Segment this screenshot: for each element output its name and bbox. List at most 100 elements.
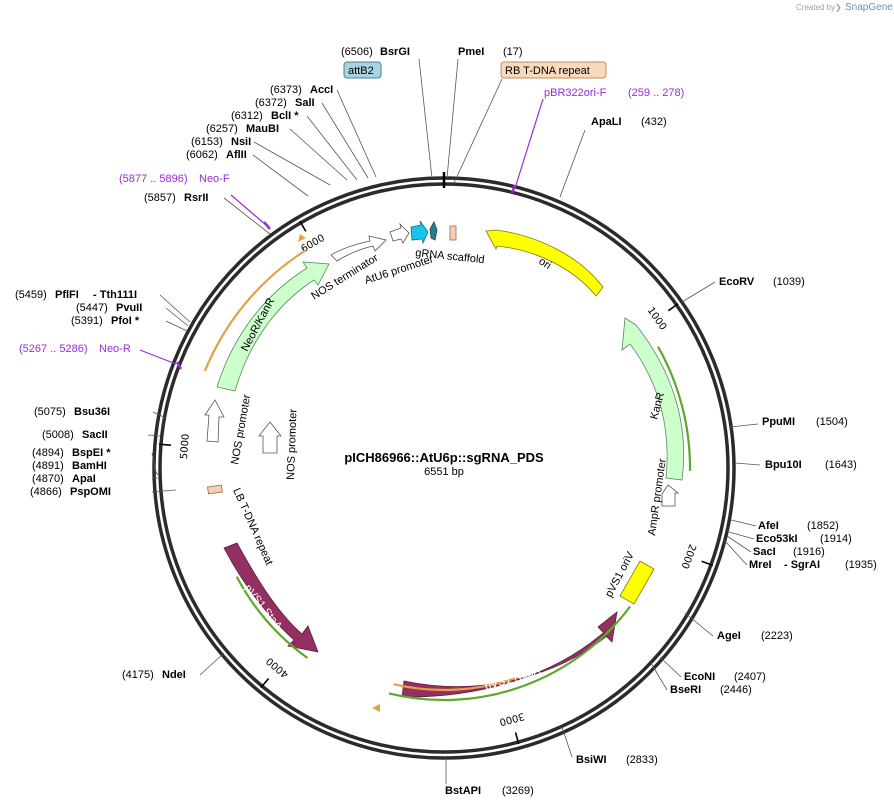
plasmid-length: 6551 bp bbox=[424, 466, 464, 478]
site-econi-name[interactable]: EcoNI bbox=[684, 671, 715, 683]
site-bsrgi-pos: (6506) bbox=[341, 46, 373, 58]
feature-ori-label[interactable]: ori bbox=[536, 255, 553, 272]
pvs1-staa-arrow bbox=[223, 542, 319, 653]
site-pvuii-name[interactable]: PvuII bbox=[116, 302, 142, 314]
site-afei-name[interactable]: AfeI bbox=[758, 520, 779, 532]
site-sgrai-pos: (1935) bbox=[845, 559, 877, 571]
site-srei-name[interactable]: MreI bbox=[749, 559, 772, 571]
site-bstapi-pos: (3269) bbox=[502, 785, 534, 797]
feature-shapes bbox=[203, 220, 692, 712]
site-ndei-pos: (4175) bbox=[122, 669, 154, 681]
feature-nos-promoter-2-label[interactable]: NOS promoter bbox=[285, 408, 299, 480]
site-apali-name[interactable]: ApaLI bbox=[591, 116, 622, 128]
site-pfoi-pos: (5391) bbox=[71, 315, 103, 327]
primer-mark bbox=[510, 184, 517, 194]
site-eco53ki-pos: (1914) bbox=[820, 533, 852, 545]
leader-line bbox=[159, 294, 191, 323]
primer-neof-name[interactable]: Neo-F bbox=[199, 173, 230, 185]
site-bpu10i-pos: (1643) bbox=[825, 459, 857, 471]
leader-line bbox=[561, 726, 573, 758]
site-sacii-pos: (5008) bbox=[42, 429, 74, 441]
site-ndei-name[interactable]: NdeI bbox=[162, 669, 186, 681]
site-apai-pos: (4870) bbox=[32, 473, 64, 485]
leader-line bbox=[151, 465, 159, 476]
leader-line bbox=[559, 129, 586, 198]
site-sali-name[interactable]: SalI bbox=[295, 97, 315, 109]
attb2-label: attB2 bbox=[348, 65, 374, 77]
site-ppumi-name[interactable]: PpuMI bbox=[762, 416, 795, 428]
primer-pbr322ori-name[interactable]: pBR322ori-F bbox=[544, 87, 607, 99]
site-pmei-name[interactable]: PmeI bbox=[458, 46, 484, 58]
tick-mark bbox=[158, 443, 172, 447]
spacer-arrow bbox=[429, 221, 438, 241]
credit-brand: SnapGene bbox=[845, 2, 893, 13]
site-pspomi-name[interactable]: PspOMI bbox=[70, 486, 111, 498]
primer-neor-pos: (5267 .. 5286) bbox=[19, 343, 88, 355]
site-ecorv-name[interactable]: EcoRV bbox=[719, 276, 755, 288]
site-tth111i-name[interactable]: - Tth111I bbox=[93, 289, 137, 301]
site-pflfi-name[interactable]: PflFI bbox=[55, 289, 79, 301]
atu6-promoter-arrow bbox=[389, 222, 410, 244]
sgrna-arrow bbox=[410, 220, 429, 245]
neor-kanr-arrow bbox=[216, 261, 330, 392]
site-agei-name[interactable]: AgeI bbox=[717, 630, 741, 642]
site-econi-pos: (2407) bbox=[734, 671, 766, 683]
site-sgrai-name[interactable]: - SgrAI bbox=[784, 559, 820, 571]
tick-label: 3000 bbox=[498, 710, 525, 727]
site-bspei-name[interactable]: BspEI * bbox=[72, 447, 111, 459]
tick-label: 1000 bbox=[645, 305, 669, 332]
site-bstapi-name[interactable]: BstAPI bbox=[445, 785, 481, 797]
grna-scaffold-box bbox=[449, 225, 457, 241]
attb2-tag[interactable]: attB2 bbox=[343, 61, 382, 79]
tick-label: 4000 bbox=[265, 655, 292, 680]
site-aflii-name[interactable]: AflII bbox=[226, 149, 247, 161]
leader-line bbox=[306, 115, 358, 181]
site-bcli-name[interactable]: BclI * bbox=[271, 110, 299, 122]
site-bsu36i-pos: (5075) bbox=[34, 406, 66, 418]
ampr-promoter-arrow bbox=[661, 484, 680, 507]
leader-line bbox=[418, 58, 433, 179]
site-saci-name[interactable]: SacI bbox=[753, 546, 776, 558]
site-acci-pos: (6373) bbox=[270, 84, 302, 96]
primer-neor-name[interactable]: Neo-R bbox=[99, 343, 131, 355]
site-ppumi-pos: (1504) bbox=[816, 416, 848, 428]
site-pflfi-pos: (5459) bbox=[15, 289, 47, 301]
site-rsrii-name[interactable]: RsrII bbox=[184, 192, 208, 204]
leader-line bbox=[223, 197, 271, 235]
nos-promoter-1-arrow bbox=[204, 399, 225, 443]
primer-neof-pos: (5877 .. 5896) bbox=[119, 173, 188, 185]
site-maubi-name[interactable]: MauBI bbox=[246, 123, 279, 135]
site-bamhi-name[interactable]: BamHI bbox=[72, 460, 107, 472]
leader-line bbox=[730, 519, 757, 527]
lb-tdna-box bbox=[207, 484, 223, 495]
rb-tdna-tag[interactable]: RB T-DNA repeat bbox=[500, 61, 607, 79]
primer-mark bbox=[263, 221, 271, 230]
site-nsii-pos: (6153) bbox=[191, 136, 223, 148]
site-apai-name[interactable]: ApaI bbox=[72, 473, 96, 485]
site-pmei-pos: (17) bbox=[503, 46, 523, 58]
site-pspomi-pos: (4866) bbox=[30, 486, 62, 498]
site-bseri-name[interactable]: BseRI bbox=[670, 684, 701, 696]
tick-mark bbox=[514, 732, 520, 745]
site-bsrgi-name[interactable]: BsrGI bbox=[380, 46, 410, 58]
leader-line bbox=[199, 652, 225, 676]
feature-nos-promoter-1-label[interactable]: NOS promoter bbox=[229, 393, 253, 465]
tick-label: 2000 bbox=[679, 542, 698, 570]
site-bpu10i-name[interactable]: Bpu10I bbox=[765, 459, 802, 471]
tick-mark bbox=[260, 677, 270, 689]
site-sacii-name[interactable]: SacII bbox=[82, 429, 108, 441]
site-leader-lines bbox=[139, 58, 761, 784]
site-nsii-name[interactable]: NsiI bbox=[231, 136, 251, 148]
tick-label: 5000 bbox=[179, 433, 192, 459]
site-bsu36i-name[interactable]: Bsu36I bbox=[74, 406, 110, 418]
site-acci-name[interactable]: AccI bbox=[310, 84, 333, 96]
leader-line bbox=[336, 89, 377, 178]
site-maubi-pos: (6257) bbox=[206, 123, 238, 135]
site-eco53ki-name[interactable]: Eco53kI bbox=[756, 533, 798, 545]
site-sali-pos: (6372) bbox=[255, 97, 287, 109]
snapgene-logo-icon: ❯ bbox=[835, 3, 842, 12]
site-bsiwi-name[interactable]: BsiWI bbox=[576, 754, 607, 766]
site-pfoi-name[interactable]: PfoI * bbox=[111, 315, 140, 327]
leader-line bbox=[253, 141, 331, 186]
